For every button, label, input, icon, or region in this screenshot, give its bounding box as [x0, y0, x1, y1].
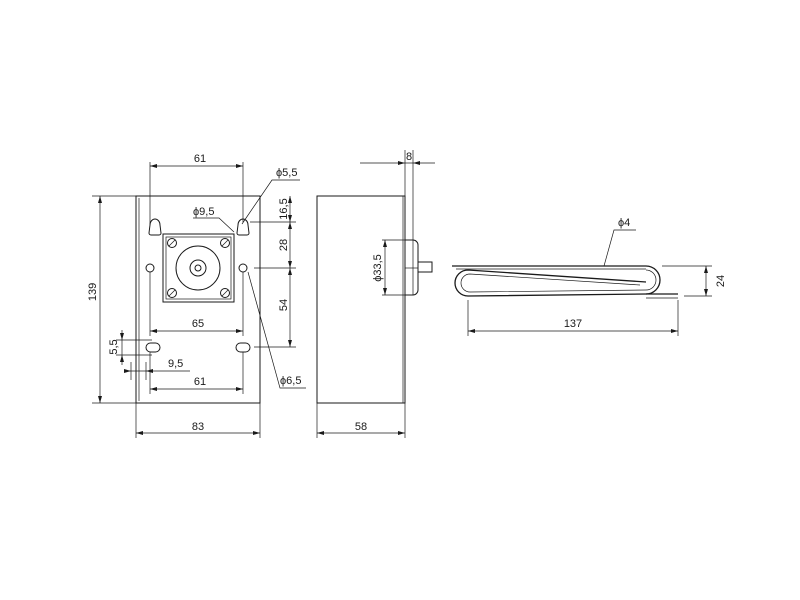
dim-lower-pitch: 54: [278, 299, 290, 311]
screw-slot-bl: [168, 289, 176, 297]
dim-top-hole-dia-value: 5,5: [282, 167, 297, 179]
connector-collar: [189, 259, 207, 277]
keyhole-right: [236, 218, 250, 236]
side-connector-nipple: [418, 261, 433, 273]
connector-screw-tl: [167, 238, 177, 248]
middle-hole-right: [238, 263, 248, 273]
dim-bottom-hole-spacing: 61: [194, 376, 206, 388]
connector-screw-br: [220, 288, 230, 298]
connector-screw-tr: [220, 238, 230, 248]
dim-top-offset: 16,5: [278, 198, 290, 219]
diameter-symbol: ϕ: [618, 217, 624, 229]
heating-element: [452, 265, 678, 299]
connector-plate: [162, 233, 235, 303]
dim-rod-dia-value: 4: [624, 217, 630, 229]
bottom-slot-left: [145, 342, 161, 353]
dim-flange-dia-value: 33,5: [372, 254, 384, 275]
dim-lower-hole-dia: ϕ6,5: [280, 375, 301, 387]
front-view: [135, 195, 261, 404]
side-view: [316, 195, 678, 404]
dim-connector-width: 65: [192, 318, 204, 330]
dim-top-hole-dia: ϕ5,5: [276, 167, 297, 179]
dim-connector-hole-dia: ϕ9,5: [193, 206, 214, 218]
dim-slot-width: 9,5: [168, 358, 183, 370]
diameter-symbol: ϕ: [280, 375, 286, 387]
dim-overall-width: 83: [192, 421, 204, 433]
diameter-symbol: ϕ: [276, 167, 282, 179]
dim-element-height: 24: [715, 275, 727, 287]
front-housing-outline: [135, 195, 261, 404]
dim-lower-hole-dia-value: 6,5: [286, 375, 301, 387]
side-flange: [404, 239, 419, 296]
dim-connector-hole-dia-value: 9,5: [199, 206, 214, 218]
dim-slot-height: 5,5: [108, 339, 120, 354]
dim-overall-height: 139: [87, 283, 99, 301]
front-dimension-lines: [98, 164, 306, 435]
screw-slot-br: [221, 289, 229, 297]
dim-element-length: 137: [564, 318, 582, 330]
heating-rod-loop-inner: [460, 269, 657, 293]
keyhole-left: [148, 218, 162, 236]
diameter-symbol: ϕ: [193, 206, 199, 218]
dim-flange-dia: ϕ33,5: [372, 254, 384, 282]
connector-screw-bl: [167, 288, 177, 298]
connector-plate-inner: [165, 236, 232, 300]
dim-flange-thickness: 8: [406, 151, 412, 163]
diameter-symbol: ϕ: [372, 276, 384, 282]
connector-pin: [194, 264, 202, 272]
middle-hole-left: [145, 263, 155, 273]
connector-body: [175, 245, 221, 291]
screw-slot-tl: [168, 239, 176, 247]
front-extension-lines: [92, 162, 296, 438]
side-housing-outline: [316, 195, 406, 404]
screw-slot-tr: [221, 239, 229, 247]
dim-depth: 58: [355, 421, 367, 433]
dim-top-hole-spacing: 61: [194, 153, 206, 165]
dim-rod-dia: ϕ4: [618, 217, 630, 229]
bottom-slot-right: [235, 342, 251, 353]
side-dimension-lines: [316, 150, 712, 438]
heating-rod-loop: [454, 265, 661, 297]
dim-upper-pitch: 28: [278, 239, 290, 251]
